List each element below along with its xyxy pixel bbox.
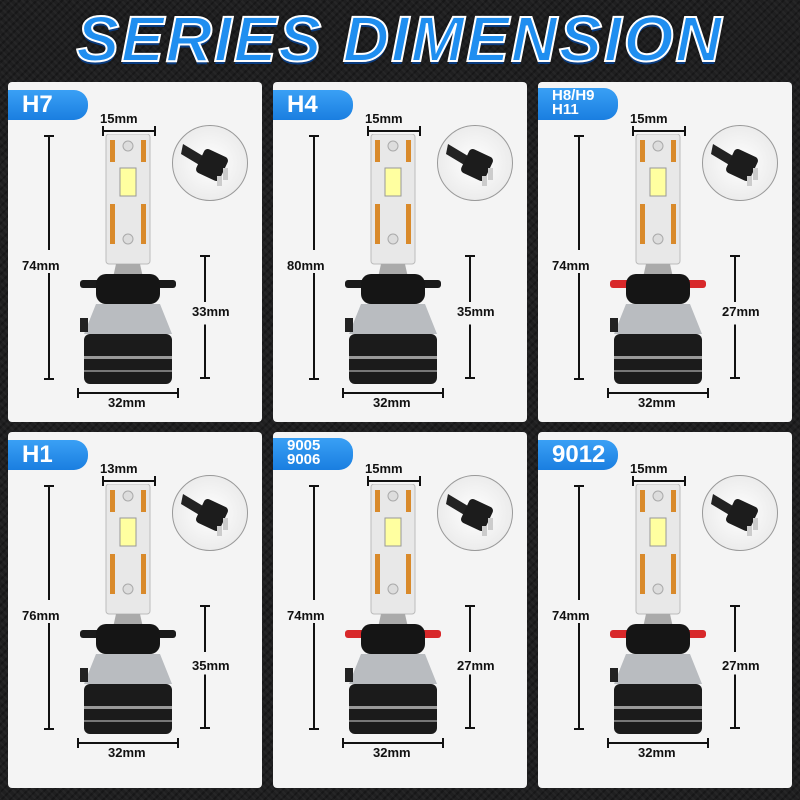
top-width-line	[102, 126, 156, 136]
led-bulb-image	[610, 134, 706, 384]
model-badge: H7	[8, 90, 88, 120]
led-bulb-image	[610, 484, 706, 734]
height-label: 76mm	[22, 608, 60, 623]
top-width-label: 15mm	[365, 461, 403, 476]
top-width-label: 15mm	[630, 461, 668, 476]
bottom-width-line	[77, 388, 179, 398]
bulb-card-9012: 9012 15mm 74mm 27mm 32mm	[538, 432, 792, 788]
bulb-card-h7: H7 15mm 74mm 33mm 32mm	[8, 82, 262, 422]
top-width-line	[102, 476, 156, 486]
bottom-width-line	[607, 388, 709, 398]
base-height-line	[730, 605, 740, 729]
bottom-width-label: 32mm	[638, 395, 676, 410]
bottom-width-label: 32mm	[638, 745, 676, 760]
model-label: H8/H9	[552, 87, 595, 104]
bottom-width-label: 32mm	[108, 745, 146, 760]
height-label: 74mm	[22, 258, 60, 273]
model-badge: 9012	[538, 440, 618, 470]
base-height-label: 33mm	[192, 304, 230, 319]
height-line	[574, 485, 584, 730]
height-line	[309, 485, 319, 730]
top-width-line	[632, 476, 686, 486]
top-width-label: 15mm	[100, 111, 138, 126]
page-title: SERIES DIMENSION	[75, 2, 724, 76]
height-line	[44, 135, 54, 380]
height-label: 74mm	[552, 258, 590, 273]
bottom-width-line	[607, 738, 709, 748]
h4-plug-icon	[437, 125, 513, 201]
model-badge: H4	[273, 90, 353, 120]
model-label: 9005	[287, 437, 321, 454]
model-label: H7	[22, 91, 53, 118]
height-label: 74mm	[552, 608, 590, 623]
model-label: 9006	[287, 451, 321, 468]
height-line	[309, 135, 319, 380]
bottom-width-label: 32mm	[108, 395, 146, 410]
base-height-label: 35mm	[192, 658, 230, 673]
bulb-card-h1: H1 13mm 76mm 35mm 32mm	[8, 432, 262, 788]
bottom-width-line	[342, 388, 444, 398]
model-badge: H1	[8, 440, 88, 470]
top-width-label: 15mm	[365, 111, 403, 126]
base-height-label: 35mm	[457, 304, 495, 319]
height-line	[574, 135, 584, 380]
model-label: H1	[22, 441, 53, 468]
model-label: H4	[287, 91, 318, 118]
top-width-label: 13mm	[100, 461, 138, 476]
model-label: 9012	[552, 441, 606, 468]
bottom-width-line	[77, 738, 179, 748]
h7-plug-icon	[172, 125, 248, 201]
base-height-label: 27mm	[457, 658, 495, 673]
height-label: 74mm	[287, 608, 325, 623]
base-height-line	[730, 255, 740, 379]
base-height-line	[200, 255, 210, 379]
base-height-label: 27mm	[722, 658, 760, 673]
bulb-card-h4: H4 15mm 80mm 35mm 32mm	[273, 82, 527, 422]
base-height-line	[465, 255, 475, 379]
base-height-line	[200, 605, 210, 729]
model-label: H11	[552, 101, 579, 118]
top-width-line	[632, 126, 686, 136]
top-width-label: 15mm	[630, 111, 668, 126]
led-bulb-image	[345, 484, 441, 734]
bottom-width-label: 32mm	[373, 745, 411, 760]
9012-plug-icon	[702, 475, 778, 551]
top-width-line	[367, 126, 421, 136]
bottom-width-line	[342, 738, 444, 748]
base-height-label: 27mm	[722, 304, 760, 319]
base-height-line	[465, 605, 475, 729]
height-label: 80mm	[287, 258, 325, 273]
led-bulb-image	[345, 134, 441, 384]
h11-plug-icon	[702, 125, 778, 201]
top-width-line	[367, 476, 421, 486]
bottom-width-label: 32mm	[373, 395, 411, 410]
height-line	[44, 485, 54, 730]
led-bulb-image	[80, 134, 176, 384]
h1-wire-icon	[172, 475, 248, 551]
led-bulb-image	[80, 484, 176, 734]
9005-plug-icon	[437, 475, 513, 551]
